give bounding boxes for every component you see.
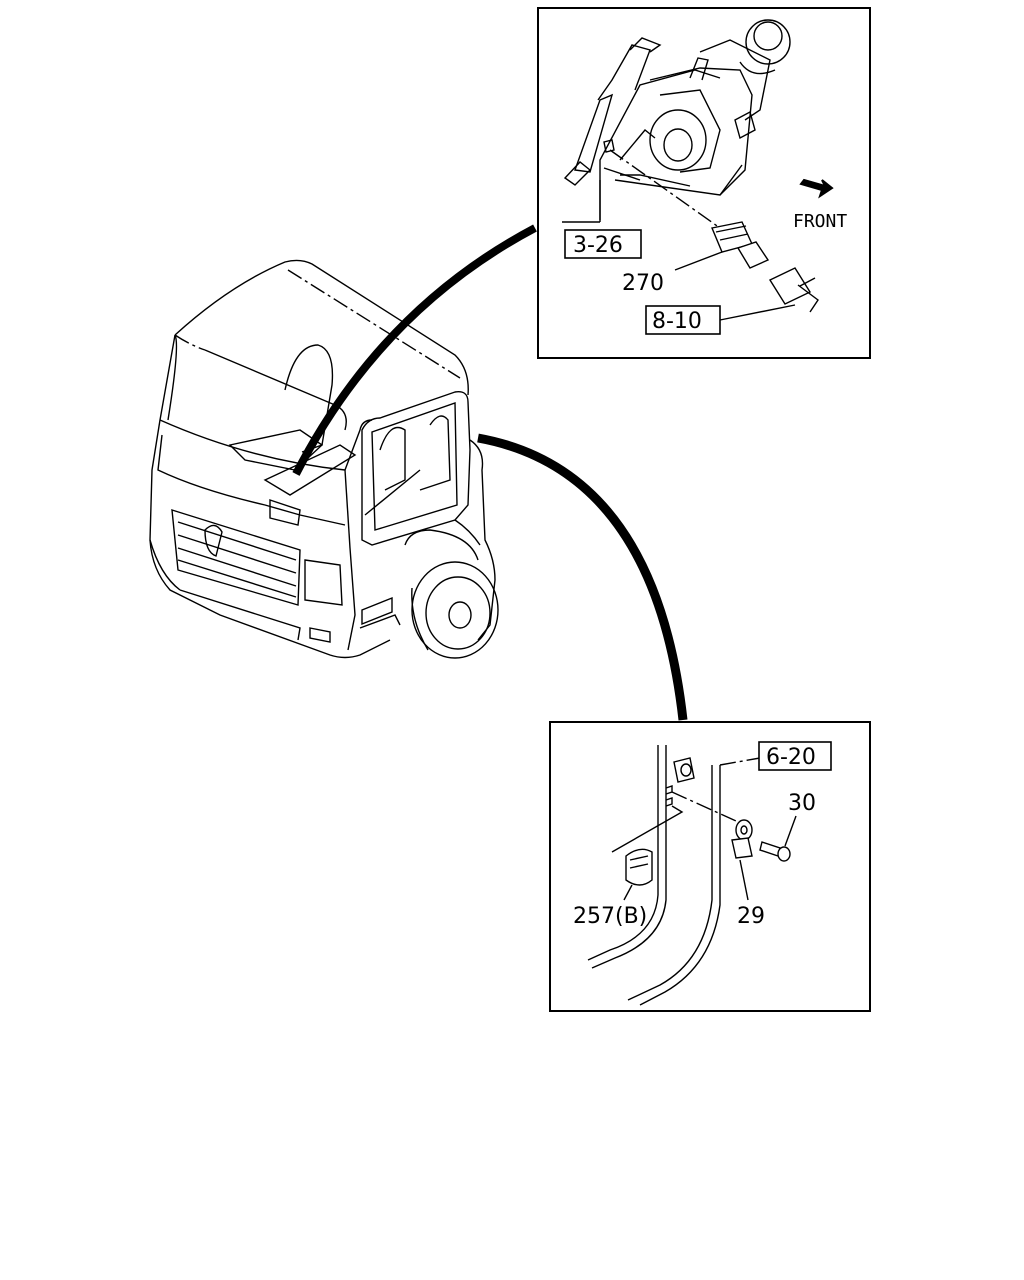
part-257b-label: 257(B): [573, 904, 647, 929]
connector-part: [768, 267, 819, 313]
part-270-label: 270: [622, 271, 664, 296]
front-arrow-icon: [799, 178, 834, 199]
front-direction-label: FRONT: [793, 211, 847, 232]
bottom-inset-panel: 6-20 30 29 257(B): [549, 721, 871, 1012]
bolt-part-30: [759, 841, 791, 862]
door-pillar-drawing: [587, 745, 721, 1006]
truck-cab-illustration: [149, 259, 499, 659]
part-29-label: 29: [737, 904, 765, 929]
pad-part-257b: [625, 848, 653, 886]
ref-3-26-label: 3-26: [573, 233, 623, 258]
clamp-part-29: [731, 819, 753, 859]
ref-8-10-label: 8-10: [652, 309, 702, 334]
ref-6-20-label: 6-20: [766, 745, 816, 770]
top-inset-panel: FRONT 3-26 270 8-10: [537, 7, 871, 359]
valve-assembly-drawing: [563, 19, 791, 220]
leader-curve-to-top-inset: [292, 224, 537, 476]
leader-curve-to-bottom-inset: [477, 433, 688, 721]
pressure-switch-part: [711, 221, 770, 269]
part-30-label: 30: [788, 791, 816, 816]
